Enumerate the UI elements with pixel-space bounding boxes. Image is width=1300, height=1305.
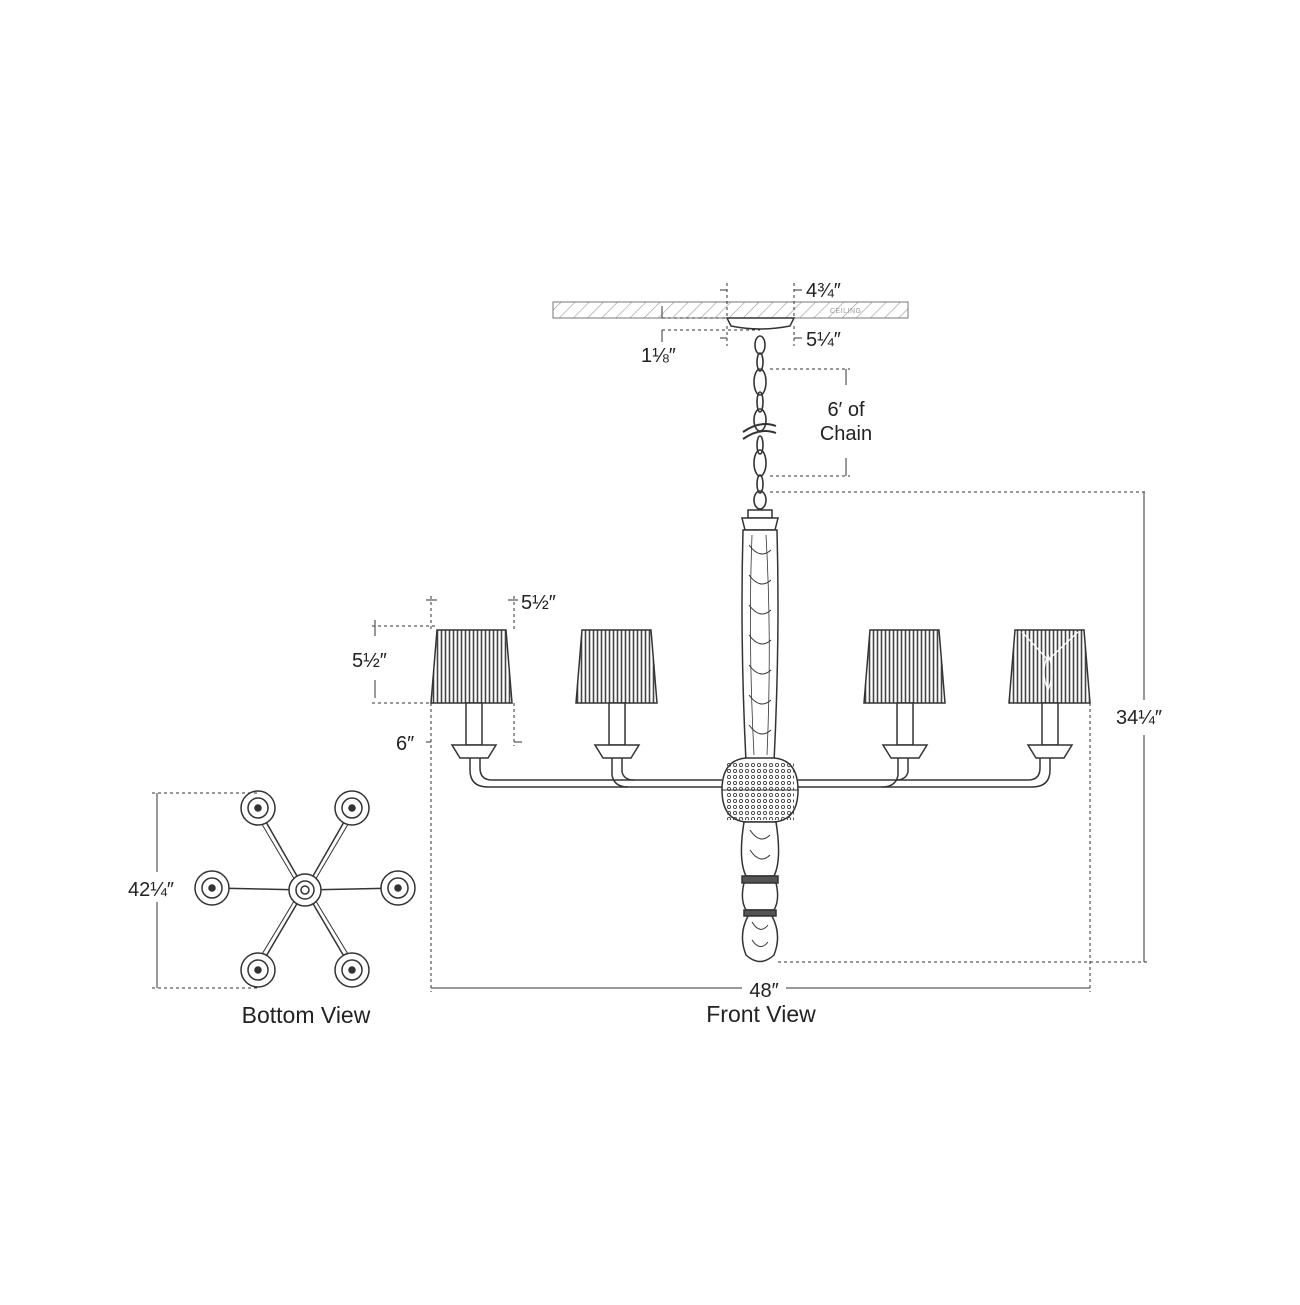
bottom-view-cups: [194, 790, 416, 988]
center-column: [721, 509, 799, 963]
shade-dimensions: [372, 596, 522, 746]
bottom-view: [211, 807, 399, 971]
front-view-label: Front View: [706, 1001, 816, 1027]
chain-dimension: [770, 368, 850, 477]
chain-break: [742, 423, 777, 440]
dim-shade-height: 5½″: [352, 650, 387, 672]
dim-bottom-depth: 42¼″: [128, 879, 174, 901]
ceiling-label: CEILING: [830, 308, 862, 315]
canopy-dimensions: [661, 283, 802, 346]
chain-note-line2: Chain: [820, 423, 872, 445]
dim-overall-height: 34¼″: [1116, 707, 1162, 729]
arms: [469, 755, 1051, 788]
arm-unit-3: [863, 629, 946, 759]
dim-shade-top-width: 5½″: [521, 592, 556, 614]
ceiling: CEILING: [552, 301, 909, 319]
dim-canopy-height: 4¾″: [806, 280, 841, 302]
chain: [753, 335, 767, 510]
arm-unit-1: [430, 629, 513, 759]
dim-canopy-diameter: 5¼″: [806, 329, 841, 351]
bottom-view-dimension: [152, 792, 258, 989]
bottom-view-label: Bottom View: [242, 1002, 371, 1028]
canopy: [725, 317, 796, 330]
overall-dimensions: [430, 491, 1148, 992]
arm-unit-2: [575, 629, 658, 759]
dim-overall-width: 48″: [749, 980, 778, 1002]
dim-shade-bottom-width: 6″: [396, 733, 414, 755]
arm-unit-4: [1008, 629, 1091, 759]
dim-canopy-offset: 1⅛″: [641, 345, 676, 367]
chain-note-line1: 6′ of: [827, 399, 865, 421]
